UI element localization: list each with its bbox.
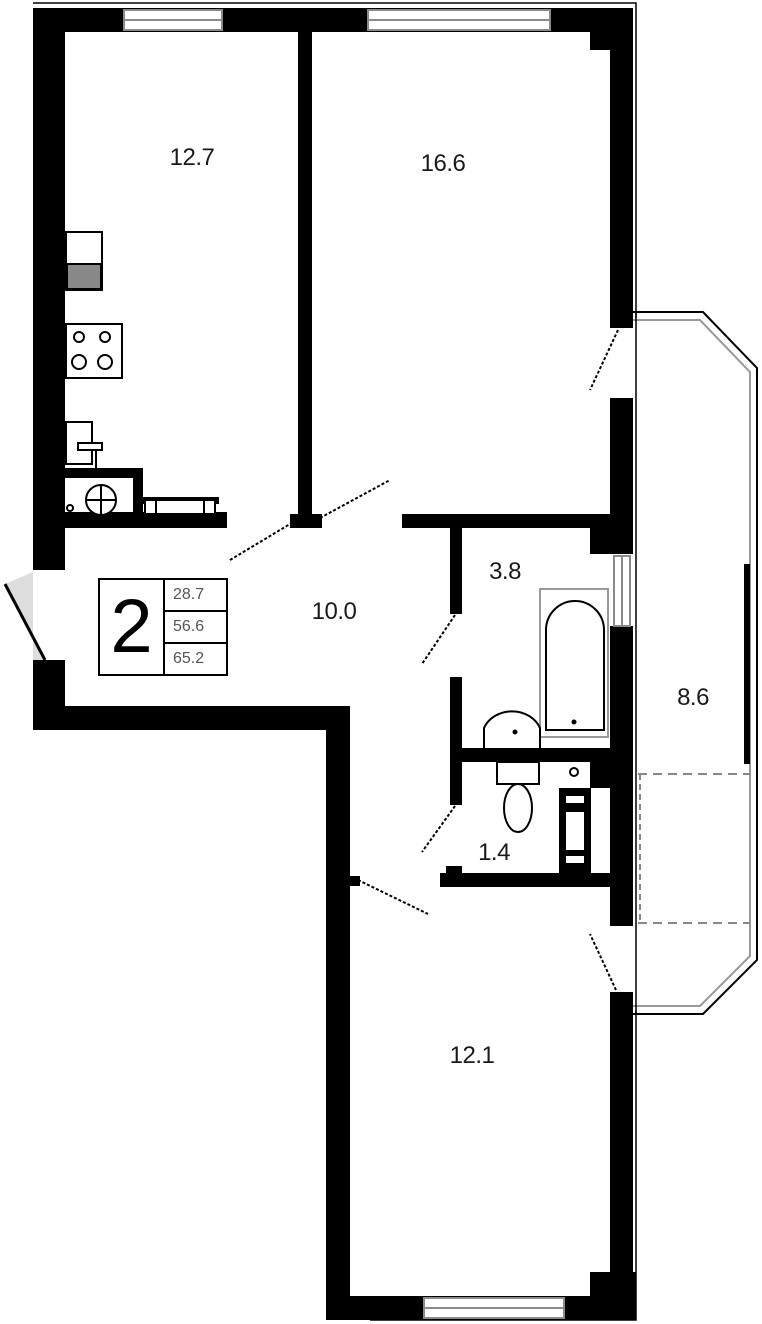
room-area-toilet: 1.4 <box>478 839 510 866</box>
balcony <box>633 311 758 1015</box>
living-area: 28.7 <box>173 586 205 603</box>
bathroom-fixtures <box>483 588 609 874</box>
area-summary: 28.7 56.6 65.2 <box>165 580 226 674</box>
windows <box>123 9 631 1319</box>
room-area-balcony: 8.6 <box>677 684 709 711</box>
room-count: 2 <box>100 580 165 674</box>
room-area-kitchen: 12.7 <box>169 144 215 171</box>
total-area: 56.6 <box>165 610 226 642</box>
door-swings <box>229 329 619 991</box>
room-area-bedroom-large: 16.6 <box>420 150 466 177</box>
walls <box>33 8 636 1320</box>
kitchen-fixtures <box>65 231 216 516</box>
total-area-with-balcony: 65.2 <box>165 642 226 674</box>
entry-door <box>3 572 47 661</box>
apartment-summary-box: 2 28.7 56.6 65.2 <box>98 578 228 676</box>
room-area-bedroom-small: 12.1 <box>449 1042 495 1069</box>
room-area-bathroom: 3.8 <box>489 558 521 585</box>
room-area-hallway: 10.0 <box>311 598 357 625</box>
